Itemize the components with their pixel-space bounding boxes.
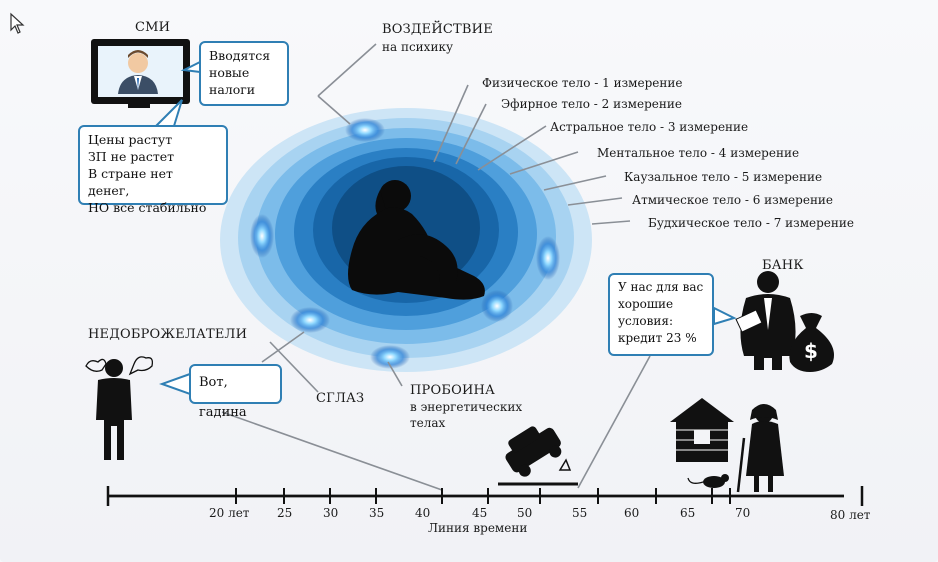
evil-eye-label: СГЛАЗ — [316, 391, 365, 406]
timeline-tick-label: 25 — [277, 506, 293, 520]
impact-subtitle: на психику — [382, 40, 454, 54]
tv-bubble-line: налоги — [209, 82, 256, 97]
money-bag-icon: $ — [789, 313, 834, 372]
timeline-axis — [106, 486, 864, 506]
spark-icon — [250, 214, 274, 258]
rat-icon — [687, 474, 729, 488]
timeline-tick-label: 55 — [572, 506, 588, 520]
enemies-title: НЕДОБРОЖЕЛАТЕЛИ — [88, 327, 248, 342]
timeline-tick-label: 70 — [735, 506, 751, 520]
timeline-tick-label: 45 — [472, 506, 488, 520]
body-label-6: Атмическое тело - 6 измерение — [632, 193, 834, 207]
bank-title: БАНК — [762, 258, 804, 273]
timeline-tick-label: 60 — [624, 506, 640, 520]
tv-icon — [91, 39, 190, 108]
smi-title: СМИ — [135, 20, 171, 35]
bank-bubble-line: хорошие — [618, 297, 674, 311]
timeline-tick-label: 50 — [517, 506, 533, 520]
bank-speech-bubble: У нас для вас хорошие условия: кредит 23… — [608, 273, 714, 356]
tv-bubble-line: новые — [209, 65, 250, 80]
breach-subtitle-2: телах — [410, 416, 446, 430]
spark-icon — [345, 118, 385, 142]
spark-icon — [290, 307, 330, 333]
bank-bubble-line: У нас для вас — [618, 280, 704, 294]
ill-wisher-figure — [85, 356, 154, 460]
timeline-title: Линия времени — [428, 521, 528, 535]
spark-icon — [370, 345, 410, 369]
body-label-3: Астральное тело - 3 измерение — [550, 120, 749, 134]
info-bubble-line: Цены растут — [88, 132, 173, 147]
timeline-tick-label: 40 — [415, 506, 431, 520]
body-label-7: Будхическое тело - 7 измерение — [648, 216, 855, 230]
old-woman-figure — [736, 404, 784, 493]
spark-icon — [536, 236, 560, 280]
cursor-icon — [10, 12, 25, 34]
sitting-person-silhouette — [348, 180, 485, 300]
tv-bubble-line: Вводятся — [209, 48, 271, 63]
impact-title: ВОЗДЕЙСТВИЕ — [382, 22, 493, 37]
body-label-2: Эфирное тело - 2 измерение — [501, 97, 682, 111]
breach-title: ПРОБОИНА — [410, 383, 496, 398]
evil-eye-leader-line-2 — [269, 341, 319, 393]
log-house-icon — [670, 398, 734, 462]
timeline-tick-label: 20 лет — [209, 506, 250, 520]
timeline-tick-label: 65 — [680, 506, 696, 520]
svg-text:$: $ — [804, 339, 818, 363]
bank-bubble-line: условия: — [618, 314, 673, 328]
breach-leader-line — [387, 361, 403, 387]
spark-icon — [481, 290, 513, 322]
breach-subtitle-1: в энергетических — [410, 400, 523, 414]
media-info-bubble: Цены растут ЗП не растет В стране нет де… — [78, 125, 228, 215]
bank-bubble-tail — [713, 306, 737, 326]
body-leader-lines — [433, 84, 631, 225]
enemies-bubble-tail — [159, 372, 191, 396]
crashed-car-icon — [498, 426, 578, 486]
info-bubble-line: НО все стабильно — [88, 200, 207, 215]
energy-sparks — [250, 118, 560, 369]
bank-bubble-line: кредит 23 % — [618, 331, 697, 345]
timeline-tick-label: 30 — [323, 506, 339, 520]
impact-leader-line — [317, 43, 377, 97]
body-label-1: Физическое тело - 1 измерение — [482, 76, 683, 90]
info-bubble-line: В стране нет денег, — [88, 166, 173, 198]
info-bubble-line: ЗП не растет — [88, 149, 175, 164]
enemies-bubble-text: Вот, гадина — [199, 375, 247, 420]
body-label-4: Ментальное тело - 4 измерение — [597, 146, 800, 160]
timeline-tick-label: 80 лет — [830, 508, 871, 522]
tv-speech-bubble: Вводятся новые налоги — [199, 41, 289, 106]
bank-timeline-line — [577, 355, 651, 489]
body-label-5: Каузальное тело - 5 измерение — [624, 170, 823, 184]
evil-eye-leader-line — [261, 331, 305, 363]
banker-figure — [735, 271, 796, 370]
impact-leader-line-2 — [317, 95, 351, 125]
timeline-tick-label: 35 — [369, 506, 385, 520]
enemies-speech-bubble: Вот, гадина — [189, 364, 282, 420]
enemies-timeline-line — [221, 411, 443, 491]
